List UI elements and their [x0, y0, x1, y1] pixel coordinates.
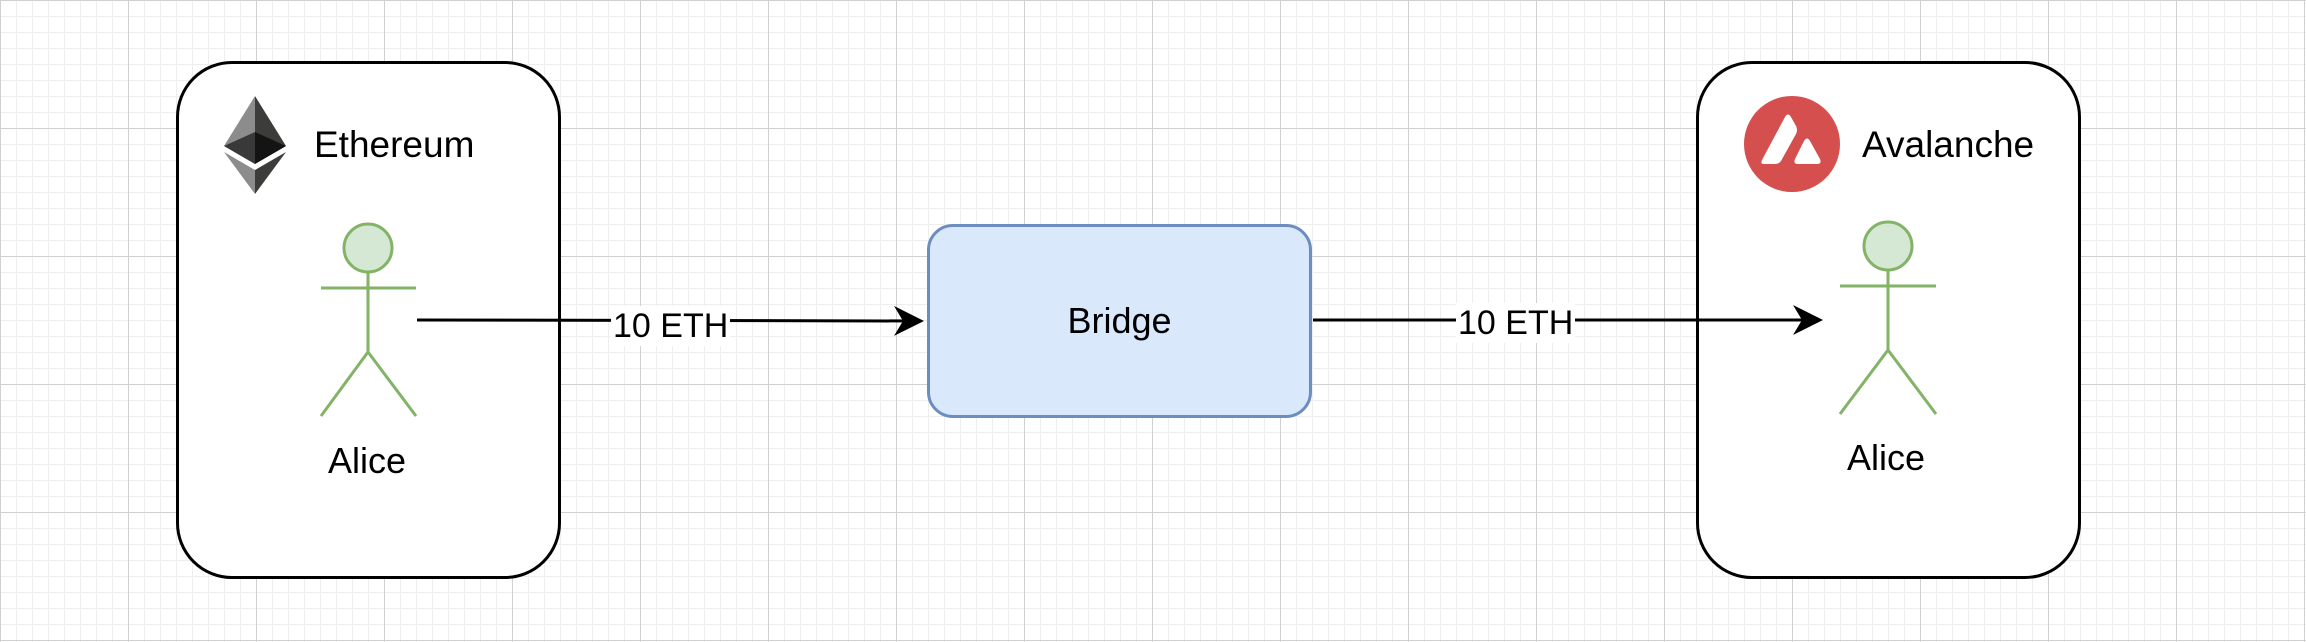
alice-right-label: Alice: [1847, 437, 1926, 478]
bridge-node[interactable]: Bridge: [927, 224, 1312, 418]
edge-label-bridge-to-alice: 10 ETH: [1456, 303, 1576, 343]
ethereum-logo-icon: [224, 96, 286, 194]
avalanche-label: Avalanche: [1862, 124, 2035, 165]
bridge-label: Bridge: [1067, 300, 1172, 341]
ethereum-label: Ethereum: [314, 124, 475, 165]
alice-left-label: Alice: [328, 440, 407, 481]
avalanche-logo-icon: [1744, 96, 1840, 192]
edge-label-alice-to-bridge: 10 ETH: [611, 306, 731, 346]
